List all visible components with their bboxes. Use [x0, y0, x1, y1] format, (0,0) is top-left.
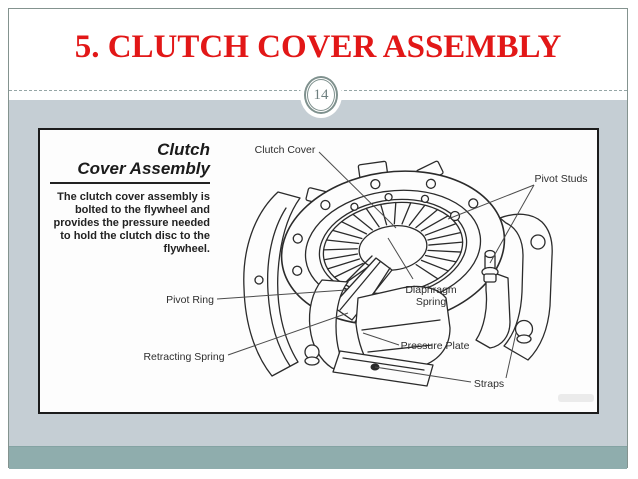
leader-diaphragm-spring: [387, 237, 414, 280]
leader-pivot-studs-a: [447, 184, 535, 220]
footer-band: [9, 446, 627, 469]
right-bracket: [475, 213, 553, 361]
page-number: 14: [313, 86, 329, 103]
label-pivot-ring: Pivot Ring: [166, 294, 214, 306]
slide-title: 5. CLUTCH COVER ASSEMBLY: [74, 29, 562, 65]
label-retracting-spring: Retracting Spring: [143, 351, 225, 363]
label-clutch-cover: Clutch Cover: [254, 144, 316, 156]
leader-lines: [216, 151, 535, 383]
leader-pressure-plate: [362, 332, 400, 346]
diagram-panel: Clutch Cover Assembly The clutch cover a…: [38, 128, 599, 414]
leader-straps-right: [505, 332, 517, 379]
leader-pivot-ring: [216, 289, 347, 300]
cover-rivets: [292, 178, 479, 302]
page-number-badge: 14: [304, 76, 338, 114]
info-box: Clutch Cover Assembly The clutch cover a…: [50, 140, 210, 256]
clutch-assembly-drawing: [216, 151, 553, 387]
slide: 5. CLUTCH COVER ASSEMBLY 14: [8, 8, 628, 469]
ring-dots: [350, 192, 430, 211]
leader-straps-left: [374, 366, 472, 383]
leader-clutch-cover: [318, 151, 397, 229]
left-flange: [243, 191, 301, 377]
label-pivot-studs: Pivot Studs: [534, 173, 588, 185]
leader-retracting-spring: [227, 312, 349, 356]
info-heading: Clutch Cover Assembly: [77, 140, 210, 178]
label-pressure-plate: Pressure Plate: [400, 340, 470, 352]
label-diaphragm-spring: Diaphragm Spring: [405, 284, 457, 308]
leader-pivot-studs-b: [489, 184, 535, 264]
scan-smudge: [558, 394, 594, 402]
label-straps: Straps: [473, 378, 505, 390]
retracting-spring-part: [304, 279, 351, 375]
info-text: The clutch cover assembly is bolted to t…: [53, 191, 211, 255]
badge-inner-ring: [307, 79, 335, 111]
pressure-plate-part: [355, 285, 451, 373]
info-rule: [50, 182, 210, 184]
